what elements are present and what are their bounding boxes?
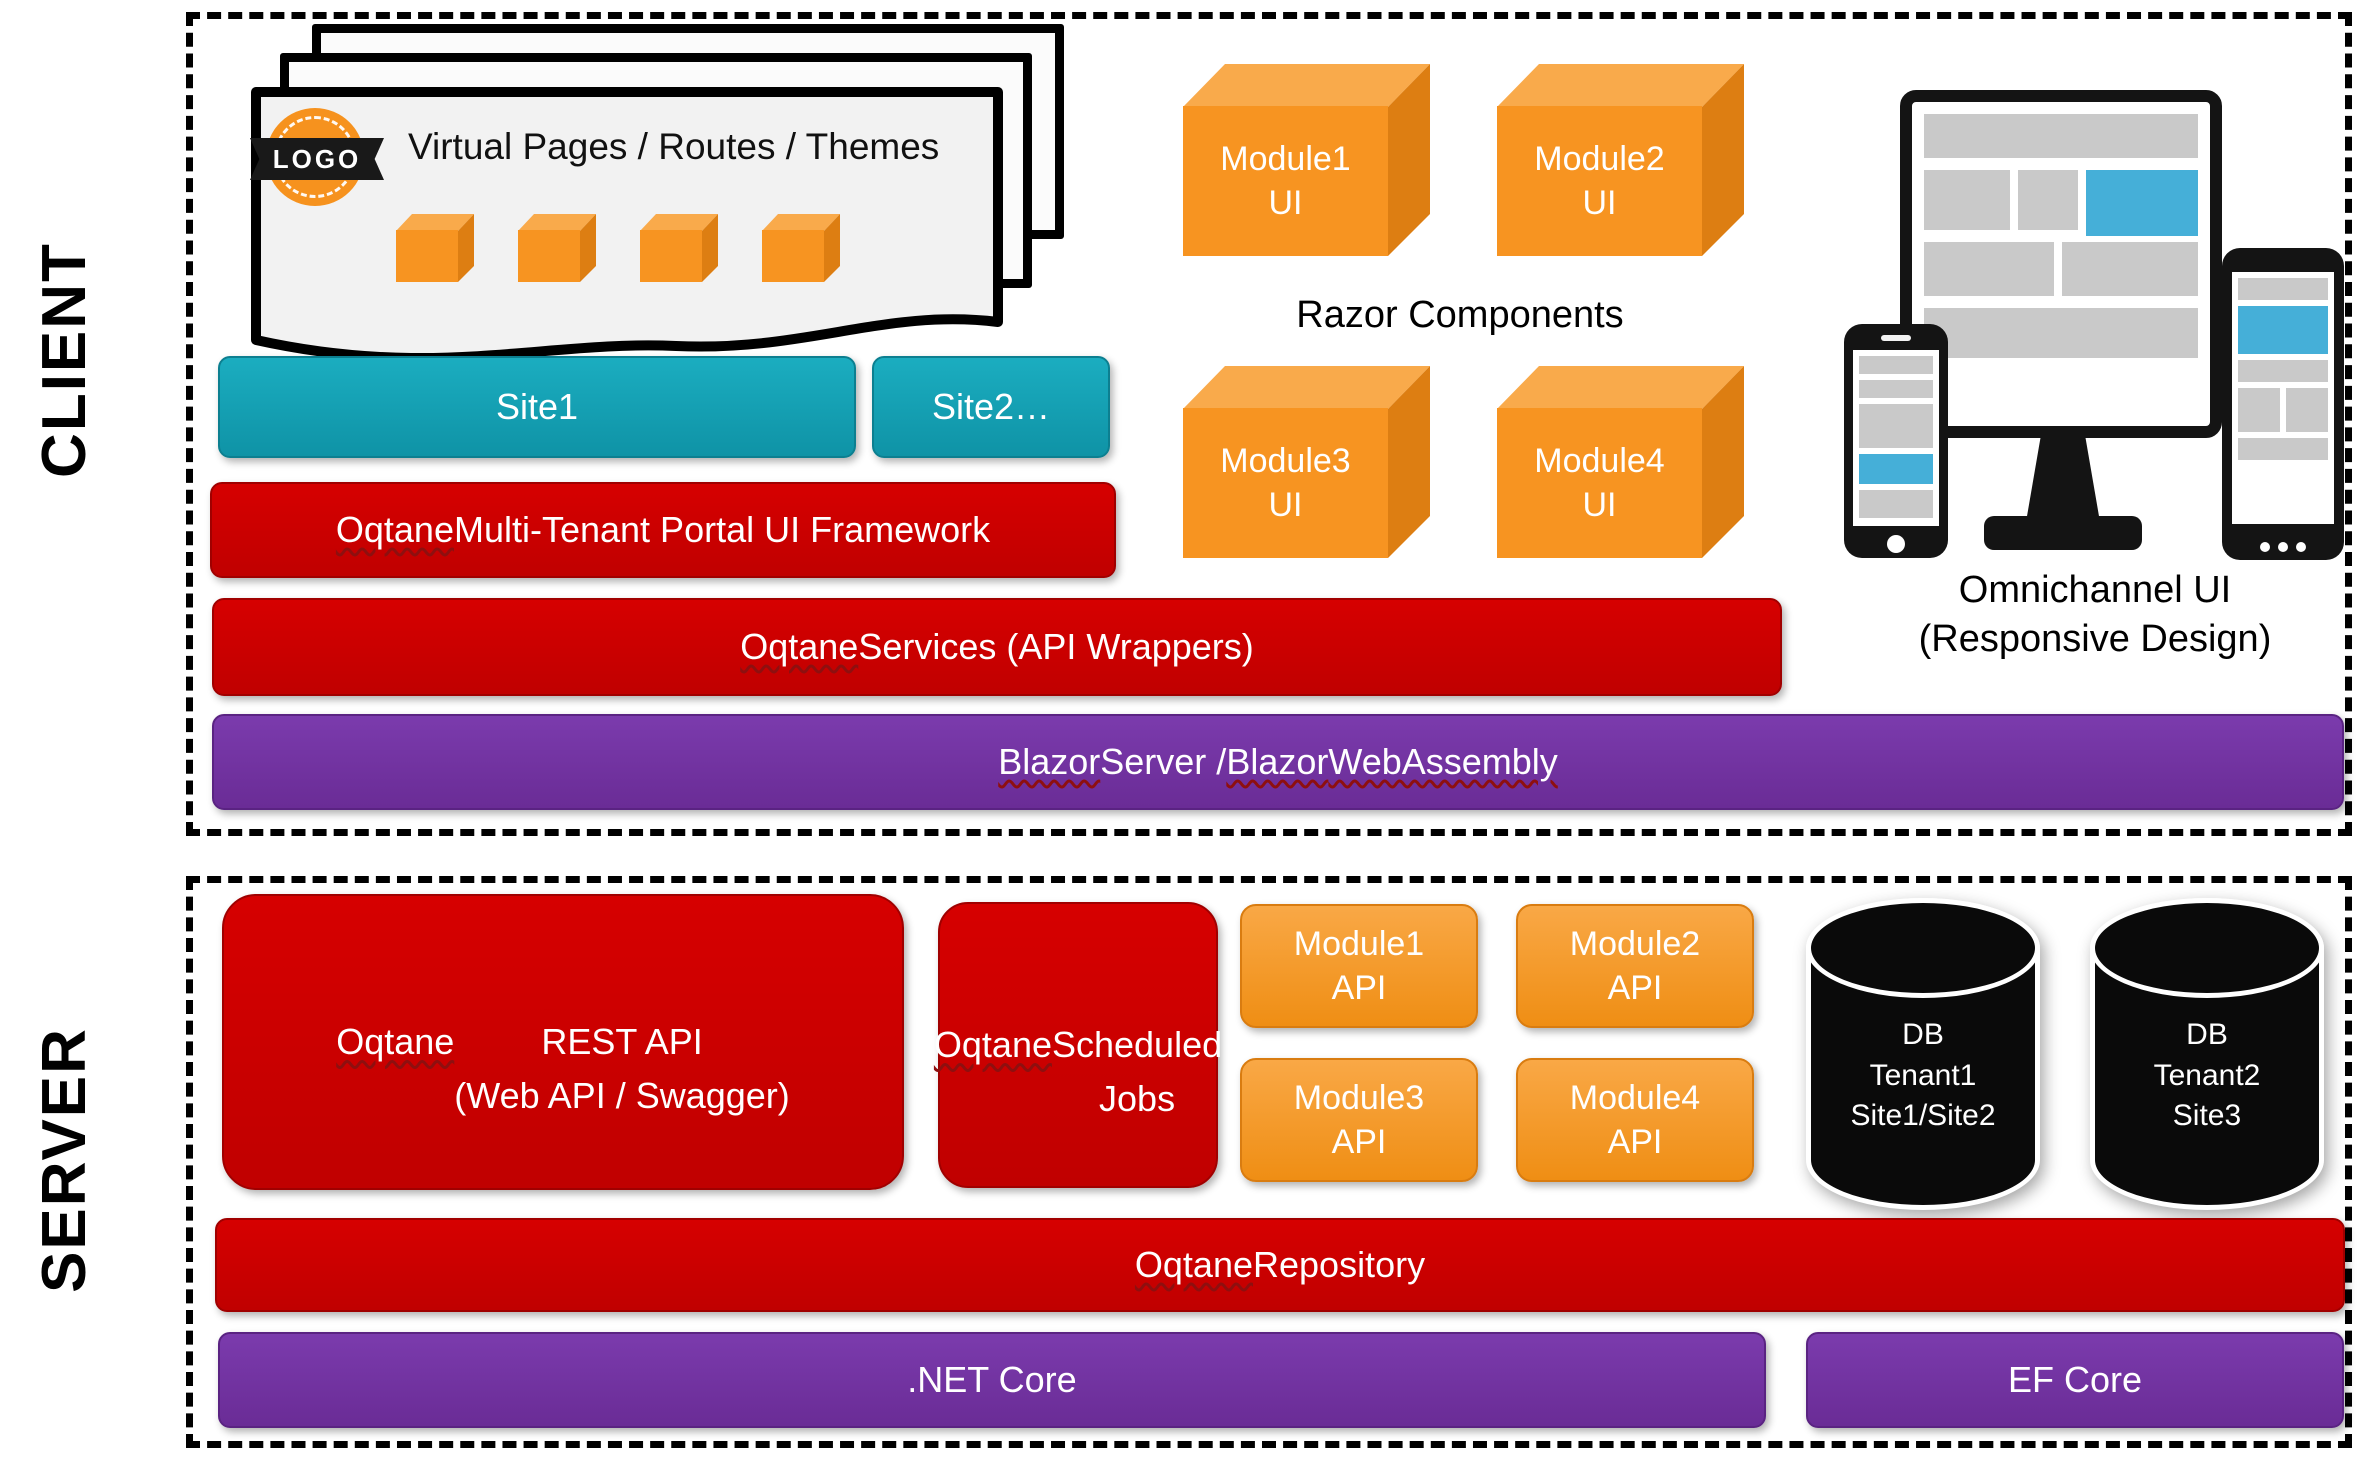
server-section-label: SERVER [29,1027,99,1293]
cube-side-face [580,214,596,282]
page-cube-icon [518,214,596,282]
cube-front-face [640,230,702,282]
screen-block-blue [2086,170,2198,236]
module4-api-label: Module4 API [1569,1078,1701,1161]
module2-ui-cube: Module2 UI [1497,64,1744,256]
omnichannel-caption-line2: (Responsive Design) [1918,618,2272,661]
cube-front-face [762,230,824,282]
cube-top-face [396,214,474,231]
monitor-stand-base [1984,516,2142,550]
cube-front-face [396,230,458,282]
cube-top-face [640,214,718,231]
page-cube-icon [762,214,840,282]
cube-front-face: Module1 UI [1183,106,1388,256]
database-tenant2-icon: DB Tenant2 Site3 [2090,898,2324,1210]
module3-ui-label: Module3 UI [1220,441,1351,524]
portal-framework-bar: Oqtane Multi-Tenant Portal UI Framework [210,482,1116,578]
screen-block [2062,242,2198,296]
site1-label: Site1 [495,385,579,427]
screen-block [2238,360,2328,382]
cube-top-face [1497,64,1744,107]
screen-block [1924,170,2010,230]
module4-ui-label: Module4 UI [1534,441,1665,524]
tablet-buttons [2222,542,2344,552]
screen-block [1924,308,2198,358]
screen-block [2238,278,2328,300]
screen-block [2018,170,2078,230]
page-cube-icon [640,214,718,282]
cube-front-face: Module2 UI [1497,106,1702,256]
phone-home-button [1887,535,1905,553]
phone-screen [1853,350,1939,526]
module3-api-label: Module3 API [1293,1078,1425,1161]
cube-top-face [1183,64,1430,107]
server-section-frame [186,876,2352,1448]
module2-ui-label: Module2 UI [1534,139,1665,222]
smartphone-icon [1844,324,1948,558]
cube-front-face: Module4 UI [1497,408,1702,558]
desktop-monitor-icon [1900,90,2222,438]
logo-text: LOGO [272,143,362,174]
cube-top-face [1497,366,1744,409]
cube-top-face [518,214,596,231]
module3-ui-cube: Module3 UI [1183,366,1430,558]
virtual-pages-title: Virtual Pages / Routes / Themes [408,126,940,167]
module2-api-label: Module2 API [1569,924,1701,1007]
screen-block [1859,404,1933,448]
cube-top-face [1183,366,1430,409]
blazor-bar: Blazor Server / Blazor WebAssembly [212,714,2344,810]
phone-speaker [1881,335,1911,341]
scheduled-jobs-box: Oqtane Scheduled Jobs [934,902,1222,1188]
module1-api-box: Module1 API [1240,904,1478,1028]
tablet-icon [2222,248,2344,560]
database-tenant2-label: DB Tenant2 Site3 [2153,1018,2261,1132]
module4-ui-cube: Module4 UI [1497,366,1744,558]
omnichannel-caption: Omnichannel UI (Responsive Design) [1858,566,2332,665]
site1-box: Site1 [218,356,856,458]
cube-side-face [458,214,474,282]
module1-ui-cube: Module1 UI [1183,64,1430,256]
ef-core-bar: EF Core [1806,1332,2344,1428]
ef-core-label: EF Core [2007,1358,2143,1400]
module3-api-box: Module3 API [1240,1058,1478,1182]
screen-block-blue [1859,454,1933,484]
client-section-label: CLIENT [29,242,99,478]
net-core-label: .NET Core [907,1358,1077,1400]
rest-api-box: Oqtane REST API (Web API / Swagger) [222,894,904,1190]
module1-api-label: Module1 API [1293,924,1425,1007]
screen-block [2238,388,2280,432]
client-section-frame [186,12,2352,836]
screen-block [1924,242,2054,296]
cube-top-face [762,214,840,231]
module1-ui-label: Module1 UI [1220,139,1351,222]
net-core-bar: .NET Core [218,1332,1766,1428]
cube-side-face [702,214,718,282]
database-rim [2090,898,2324,998]
screen-block [1859,490,1933,518]
omnichannel-caption-line1: Omnichannel UI [1958,569,2232,611]
module4-api-box: Module4 API [1516,1058,1754,1182]
screen-block-blue [2238,306,2328,354]
database-tenant1-icon: DB Tenant1 Site1/Site2 [1806,898,2040,1210]
screen-block [2286,388,2328,432]
page-cube-icon [396,214,474,282]
screen-block [1859,356,1933,374]
services-bar: Oqtane Services (API Wrappers) [212,598,1782,696]
logo-ribbon: LOGO [250,138,384,180]
database-tenant1-label: DB Tenant1 Site1/Site2 [1850,1018,1996,1132]
screen-block [1859,380,1933,398]
cube-side-face [824,214,840,282]
repository-bar: Oqtane Repository [215,1218,2345,1312]
site2-box: Site2… [872,356,1110,458]
screen-block [2238,438,2328,460]
cube-front-face [518,230,580,282]
database-rim [1806,898,2040,998]
screen-block [1924,114,2198,158]
site2-label: Site2… [931,385,1051,427]
cube-front-face: Module3 UI [1183,408,1388,558]
module2-api-box: Module2 API [1516,904,1754,1028]
razor-components-title: Razor Components [1296,294,1624,336]
tablet-screen [2232,272,2334,524]
